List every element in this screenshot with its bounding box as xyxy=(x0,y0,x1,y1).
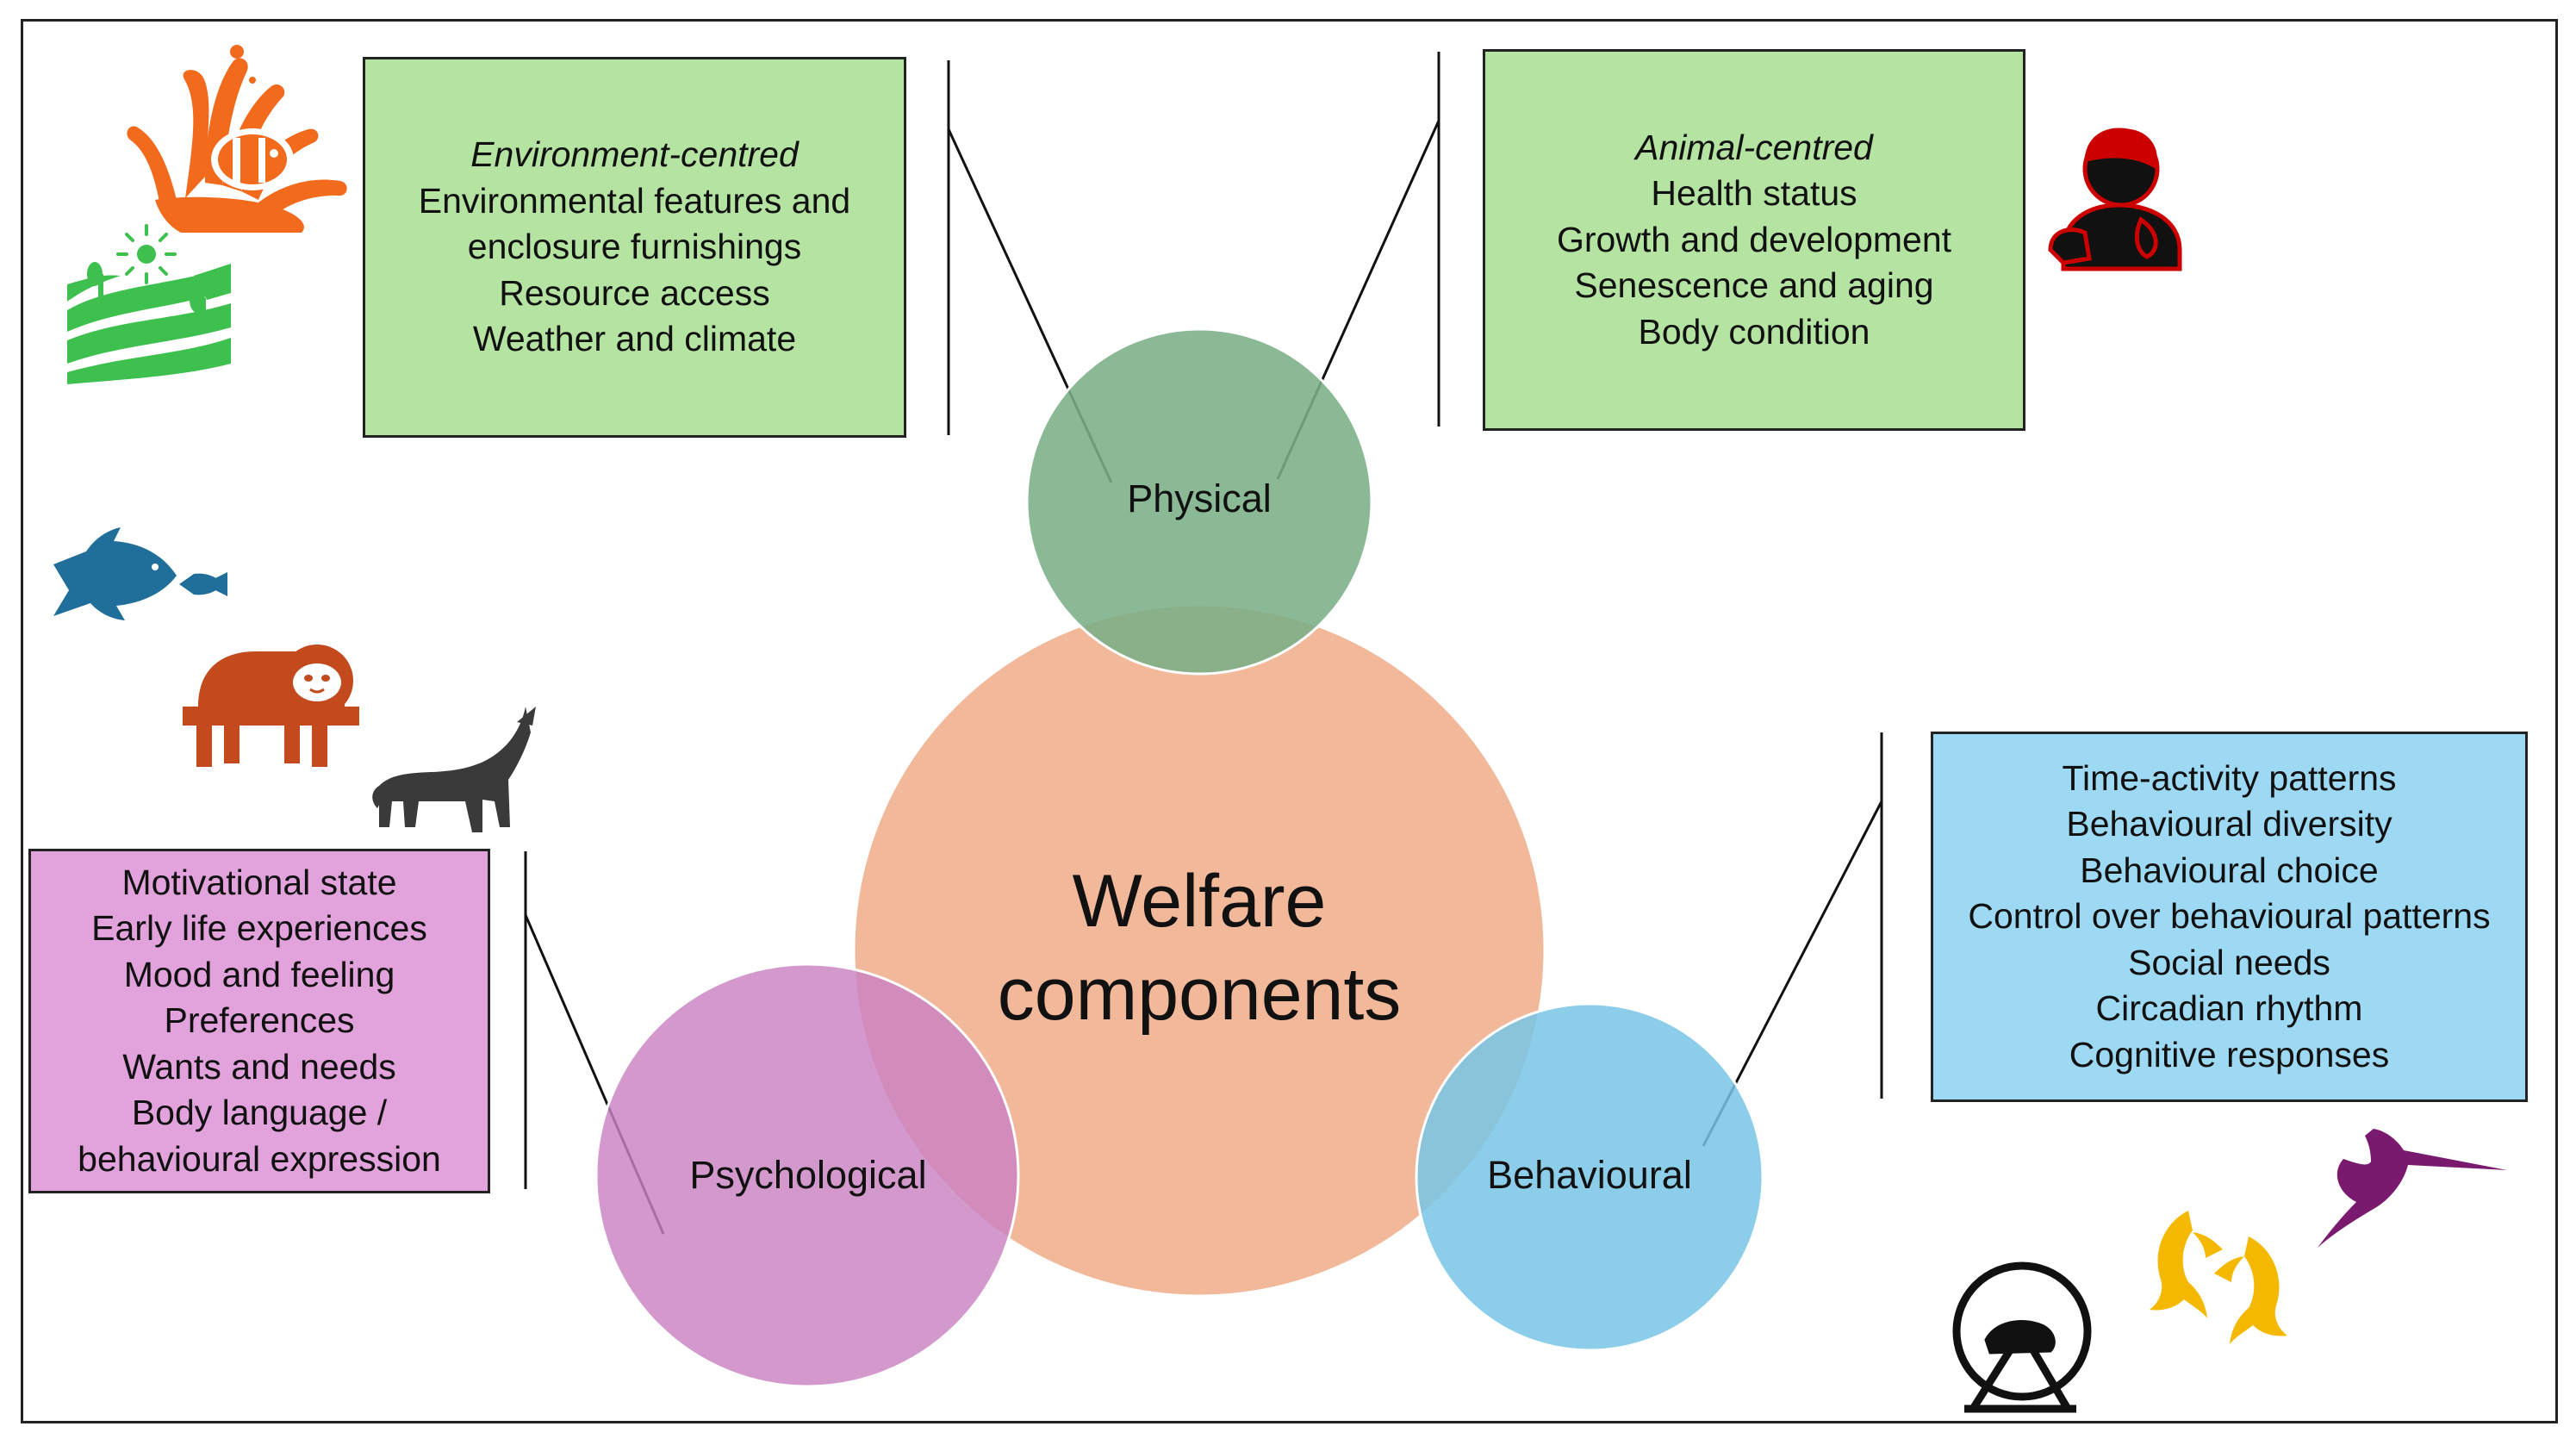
environment-item: enclosure furnishings xyxy=(467,227,802,267)
behavioural-item: Cognitive responses xyxy=(2069,1034,2390,1074)
psychological-box: Motivational state Early life experience… xyxy=(28,849,490,1193)
psychological-circle xyxy=(594,962,1020,1388)
behavioural-item: Behavioural choice xyxy=(2080,850,2379,890)
sloth-icon xyxy=(183,645,359,767)
animal-item: Body condition xyxy=(1638,311,1870,352)
animal-item: Senescence and aging xyxy=(1574,265,1934,306)
behavioural-label: Behavioural xyxy=(1487,1153,1692,1197)
center-label-line2: components xyxy=(997,953,1402,1036)
behavioural-item: Social needs xyxy=(2128,942,2330,982)
psychological-item: behavioural expression xyxy=(78,1138,441,1179)
psychological-item: Body language / xyxy=(131,1093,388,1133)
animal-centred-header: Animal-centred xyxy=(1635,127,1873,167)
environment-item: Resource access xyxy=(499,272,770,313)
howling-wolf-icon xyxy=(372,707,536,832)
veterinarian-icon xyxy=(2048,128,2182,271)
physical-circle xyxy=(1025,327,1373,676)
hummingbird-icon xyxy=(2318,1129,2507,1248)
fish-icon xyxy=(53,527,227,620)
animal-centred-box: Animal-centred Health status Growth and … xyxy=(1483,49,2025,431)
psychological-item: Preferences xyxy=(164,1000,355,1041)
environment-centred-box: Environment-centred Environmental featur… xyxy=(363,57,906,438)
behavioural-item: Circadian rhythm xyxy=(2095,988,2363,1029)
psychological-item: Early life experiences xyxy=(91,908,427,949)
behavioural-item: Control over behavioural patterns xyxy=(1968,896,2491,937)
hamster-wheel-icon xyxy=(1952,1261,2092,1413)
center-label: Welfare components xyxy=(998,855,1402,1041)
psychological-item: Mood and feeling xyxy=(123,954,395,994)
behavioural-item: Behavioural diversity xyxy=(2066,804,2392,844)
farm-field-icon xyxy=(67,224,231,384)
behavioural-circle xyxy=(1415,1002,1764,1352)
psychological-item: Wants and needs xyxy=(122,1046,396,1087)
psychological-label: Psychological xyxy=(689,1153,927,1197)
clownfish-anemone-icon xyxy=(127,45,347,233)
koi-fish-icon xyxy=(2150,1211,2287,1344)
environment-item: Weather and climate xyxy=(472,319,797,359)
psychological-item: Motivational state xyxy=(121,862,397,902)
animal-item: Growth and development xyxy=(1556,219,1952,259)
environment-centred-header: Environment-centred xyxy=(470,134,799,175)
behavioural-item: Time-activity patterns xyxy=(2062,757,2397,798)
animal-item: Health status xyxy=(1651,173,1857,214)
behavioural-box: Time-activity patterns Behavioural diver… xyxy=(1931,732,2528,1102)
center-label-line1: Welfare xyxy=(1072,860,1327,943)
physical-label: Physical xyxy=(1127,476,1272,520)
figure-frame xyxy=(21,19,2558,1423)
environment-item: Environmental features and xyxy=(418,180,851,221)
